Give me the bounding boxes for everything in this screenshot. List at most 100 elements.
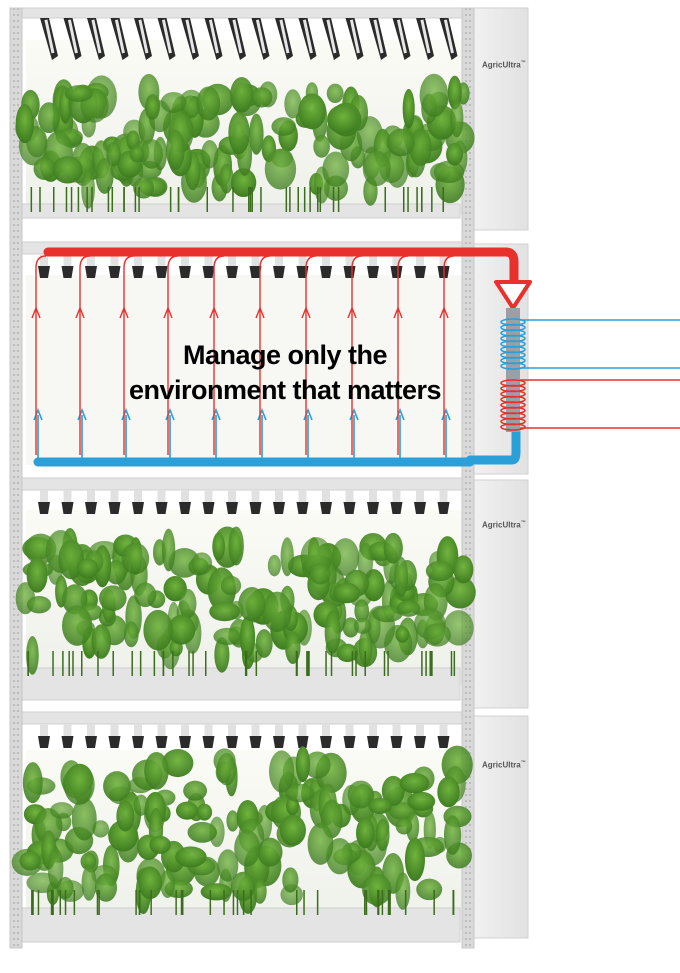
plant-leaf-cluster bbox=[307, 822, 334, 865]
headline: Manage only the environment that matters bbox=[100, 338, 470, 408]
grow-light-bracket bbox=[110, 254, 119, 270]
grow-light-icon bbox=[61, 266, 74, 278]
downflow-arrow-icon bbox=[494, 280, 532, 310]
grow-light-bracket bbox=[345, 724, 354, 740]
plant-leaf-cluster bbox=[52, 156, 83, 184]
plant-leaf-cluster bbox=[386, 128, 415, 157]
plant-leaf-cluster bbox=[309, 562, 331, 585]
plant-leaf-cluster bbox=[126, 130, 140, 151]
plant-leaf-cluster bbox=[249, 113, 264, 155]
plant-leaf-cluster bbox=[324, 610, 341, 654]
plant-leaf-cluster bbox=[187, 821, 217, 843]
plant-leaf-cluster bbox=[38, 102, 60, 134]
plant-leaf-cluster bbox=[264, 148, 297, 190]
grow-light-bracket bbox=[369, 254, 377, 270]
side-cabinets bbox=[473, 7, 529, 939]
plant-leaf-cluster bbox=[298, 93, 327, 130]
headline-line-1: Manage only the bbox=[182, 340, 388, 370]
plant-leaf-cluster bbox=[402, 88, 415, 129]
grow-light-bracket bbox=[134, 254, 142, 270]
grow-light-bracket bbox=[416, 490, 424, 506]
grow-light-icon bbox=[226, 502, 238, 514]
plant-leaf-cluster bbox=[423, 623, 451, 647]
plant-leaf-cluster bbox=[26, 557, 48, 593]
grow-light-lens bbox=[208, 19, 219, 54]
grow-light-icon bbox=[85, 266, 97, 278]
plant-leaf-cluster bbox=[230, 77, 254, 113]
grow-light-icon bbox=[414, 502, 426, 514]
brand-label-3: AgricUltra™ bbox=[482, 520, 526, 530]
plant-leaf-cluster bbox=[212, 532, 225, 561]
plant-leaf-cluster bbox=[313, 134, 330, 158]
plant-leaf-cluster bbox=[160, 92, 187, 113]
grow-light-bracket bbox=[345, 254, 354, 270]
grow-light-icon bbox=[367, 266, 379, 278]
grow-light-lens bbox=[114, 19, 125, 54]
grow-light-icon bbox=[249, 266, 262, 278]
grow-light-bracket bbox=[181, 254, 189, 270]
grow-light-bracket bbox=[134, 490, 142, 506]
grow-light-icon bbox=[249, 502, 262, 514]
brand-name: AgricUltra bbox=[482, 760, 521, 770]
grow-light-bracket bbox=[40, 490, 48, 506]
plant-leaf-cluster bbox=[268, 750, 295, 793]
grow-light-icon bbox=[343, 502, 356, 514]
trademark-symbol: ™ bbox=[520, 520, 526, 526]
grow-light-icon bbox=[273, 736, 285, 748]
grow-light-icon bbox=[437, 736, 450, 748]
grow-light-bracket bbox=[275, 490, 283, 506]
grow-light-icon bbox=[320, 266, 332, 278]
grow-light-bracket bbox=[369, 724, 377, 740]
plant-leaf-cluster bbox=[327, 104, 359, 135]
external-coolant-lines bbox=[520, 319, 680, 429]
grow-light-bracket bbox=[181, 724, 189, 740]
plant-leaf-cluster bbox=[262, 591, 292, 633]
plant-leaf-cluster bbox=[140, 139, 163, 169]
brand-name: AgricUltra bbox=[482, 60, 521, 70]
airflow-arrow-icon bbox=[163, 306, 173, 319]
plant-leaf-cluster bbox=[95, 158, 114, 194]
plant-leaf-cluster bbox=[295, 746, 310, 783]
grow-light-lens bbox=[373, 19, 384, 54]
grow-light-icon bbox=[343, 736, 356, 748]
plant-leaf-cluster bbox=[179, 588, 197, 619]
grow-light-icon bbox=[85, 502, 97, 514]
plant-leaf-cluster bbox=[280, 537, 294, 577]
plant-leaf-cluster bbox=[50, 802, 74, 819]
grow-light-lens bbox=[91, 19, 102, 54]
plant-leaf-cluster bbox=[167, 614, 196, 645]
plant-canopy bbox=[11, 73, 476, 915]
plant-leaf-cluster bbox=[395, 626, 410, 643]
plant-leaf-cluster bbox=[234, 829, 261, 867]
grow-light-icon bbox=[132, 736, 144, 748]
plant-leaf-cluster bbox=[267, 554, 281, 577]
grow-light-icon bbox=[179, 502, 191, 514]
plant-leaf-cluster bbox=[228, 111, 250, 155]
grow-light-bracket bbox=[204, 724, 213, 740]
grow-light-icon bbox=[132, 502, 144, 514]
grow-light-icon bbox=[108, 736, 121, 748]
plant-leaf-cluster bbox=[200, 883, 232, 901]
grow-light-bracket bbox=[228, 724, 236, 740]
cold-airflow-duct bbox=[33, 427, 521, 467]
plant-leaf-cluster bbox=[161, 749, 194, 778]
plant-leaf-cluster bbox=[354, 599, 370, 623]
grow-light-bracket bbox=[40, 724, 48, 740]
airflow-arrow-icon bbox=[347, 306, 357, 319]
grow-light-bracket bbox=[87, 490, 95, 506]
plant-leaf-cluster bbox=[183, 780, 208, 801]
plant-leaf-cluster bbox=[129, 145, 145, 163]
grow-light-bracket bbox=[392, 724, 401, 740]
grow-light-bracket bbox=[204, 254, 213, 270]
plant-leaf-cluster bbox=[160, 869, 175, 899]
grow-light-bracket bbox=[439, 724, 448, 740]
plant-leaf-cluster bbox=[375, 818, 390, 852]
plant-leaf-cluster bbox=[399, 772, 430, 794]
plant-leaf-cluster bbox=[279, 814, 306, 846]
plant-leaf-cluster bbox=[362, 873, 392, 906]
airflow-arrow-icon bbox=[119, 306, 129, 319]
plant-leaf-cluster bbox=[80, 852, 97, 871]
plant-leaf-cluster bbox=[437, 776, 460, 808]
grow-light-bracket bbox=[369, 490, 377, 506]
